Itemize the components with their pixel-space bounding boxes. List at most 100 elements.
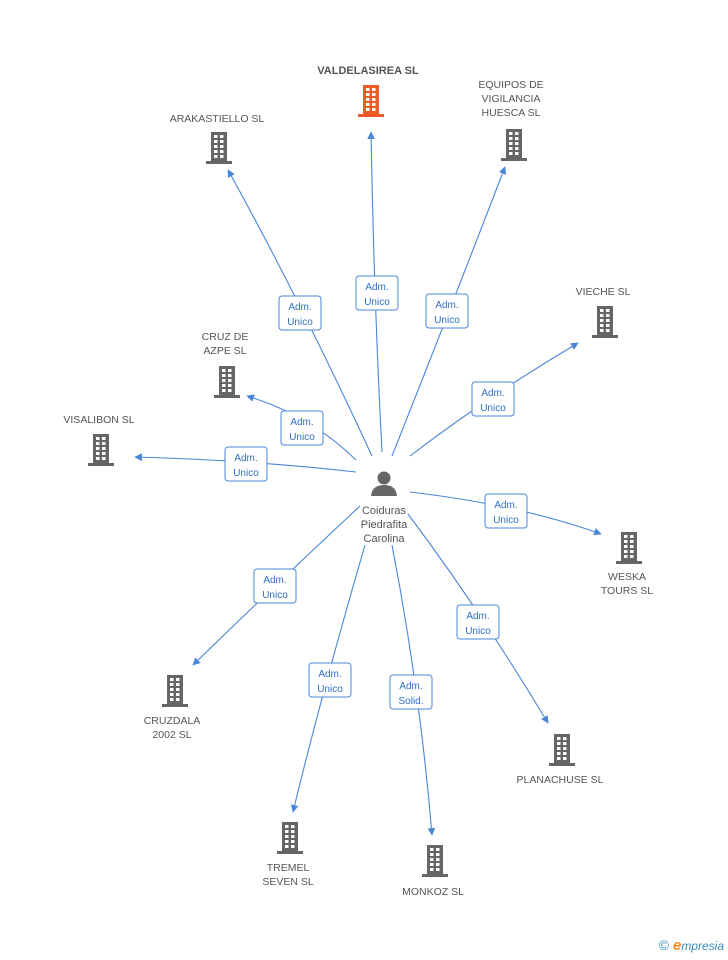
role-badge-monkoz[interactable]: Adm.Solid. [389,674,433,710]
building-window [176,678,180,681]
building-tower [554,734,570,763]
building-window [228,389,232,392]
building-icon-tremel[interactable] [277,822,303,854]
footer-brand[interactable]: ©empresia [659,937,724,954]
building-window [102,442,106,445]
building-window [220,140,224,143]
company-label-planachuse: PLANACHUSE SL [517,774,604,786]
building-window [291,835,295,838]
role-badge-vieche[interactable]: Adm.Unico [471,381,515,417]
role-badge-box [456,604,500,640]
building-window [624,545,628,548]
building-window [96,447,100,450]
building-base [358,114,384,117]
building-base [616,561,642,564]
building-window [515,147,519,150]
building-window [430,868,434,871]
building-tower [282,822,298,851]
building-window [372,108,376,111]
building-window [606,319,610,322]
building-window [557,747,561,750]
building-icon-cruzdeazpe[interactable] [214,366,240,398]
role-badge-planachuse[interactable]: Adm.Unico [456,604,500,640]
building-tower [621,532,637,561]
building-base [214,395,240,398]
building-window [509,142,513,145]
building-base [206,161,232,164]
building-icon-weska[interactable] [616,532,642,564]
building-window [557,757,561,760]
building-window [228,374,232,377]
building-icon-cruzdala[interactable] [162,675,188,707]
building-tower [211,132,227,161]
building-window [624,555,628,558]
building-window [291,845,295,848]
role-badge-box [389,674,433,710]
building-window [102,452,106,455]
building-window [436,863,440,866]
building-window [600,314,604,317]
company-label-weska-line: TOURS SL [601,585,653,597]
building-window [170,698,174,701]
role-badge-text: Adm. [263,575,286,586]
person-body [371,485,397,496]
building-base [501,158,527,161]
building-window [630,555,634,558]
building-window [557,737,561,740]
building-icon-valdelasirea[interactable] [358,85,384,117]
building-window [372,93,376,96]
building-window [509,137,513,140]
building-icon-equipos[interactable] [501,129,527,161]
role-badge-visalibon[interactable]: Adm.Unico [224,446,268,482]
company-label-cruzdala-line: 2002 SL [152,729,191,741]
building-window [430,848,434,851]
building-window [214,150,218,153]
building-icon-planachuse[interactable] [549,734,575,766]
building-window [285,840,289,843]
building-icon-vieche[interactable] [592,306,618,338]
building-window [102,447,106,450]
building-window [220,145,224,148]
building-window [96,442,100,445]
building-icon-monkoz[interactable] [422,845,448,877]
copyright-icon: © [658,937,669,953]
role-badge-equipos[interactable]: Adm. Unico [425,293,469,329]
company-label-planachuse-line: PLANACHUSE SL [517,774,604,786]
building-window [285,830,289,833]
building-base [277,851,303,854]
building-window [606,309,610,312]
building-window [176,683,180,686]
building-window [214,140,218,143]
role-badge-valdelasirea[interactable]: Adm.Unico [355,275,399,311]
building-base [549,763,575,766]
role-badge-arakastiello[interactable]: Adm.Unico [278,295,322,331]
building-icon-visalibon[interactable] [88,434,114,466]
building-icon-arakastiello[interactable] [206,132,232,164]
company-label-visalibon-line: VISALIBON SL [63,414,134,426]
building-window [515,132,519,135]
building-window [557,752,561,755]
role-badge-text: Unico [434,315,460,326]
role-badge-text: Unico [493,515,519,526]
building-window [170,688,174,691]
building-window [430,853,434,856]
building-window [214,145,218,148]
role-badge-weska[interactable]: Adm.Unico [484,493,528,529]
edges-layer: Adm.UnicoAdm.UnicoAdm.UnicoAdm.UnicoAdm.… [134,131,602,836]
brand-initial: e [672,937,682,954]
building-window [436,868,440,871]
role-badge-text: Adm. [435,300,458,311]
company-label-arakastiello-line: ARAKASTIELLO SL [170,113,265,125]
company-label-monkoz: MONKOZ SL [402,886,464,898]
building-window [285,845,289,848]
company-label-cruzdeazpe-line: CRUZ DE [202,331,249,343]
building-window [509,147,513,150]
building-tower [506,129,522,158]
building-window [366,108,370,111]
role-badge-cruzdala[interactable]: Adm.Unico [253,568,297,604]
company-label-cruzdala-line: CRUZDALA [144,715,201,727]
role-badge-cruzdeazpe[interactable]: Adm.Unico [280,410,324,446]
role-badge-tremel[interactable]: Adm.Unico [308,662,352,698]
